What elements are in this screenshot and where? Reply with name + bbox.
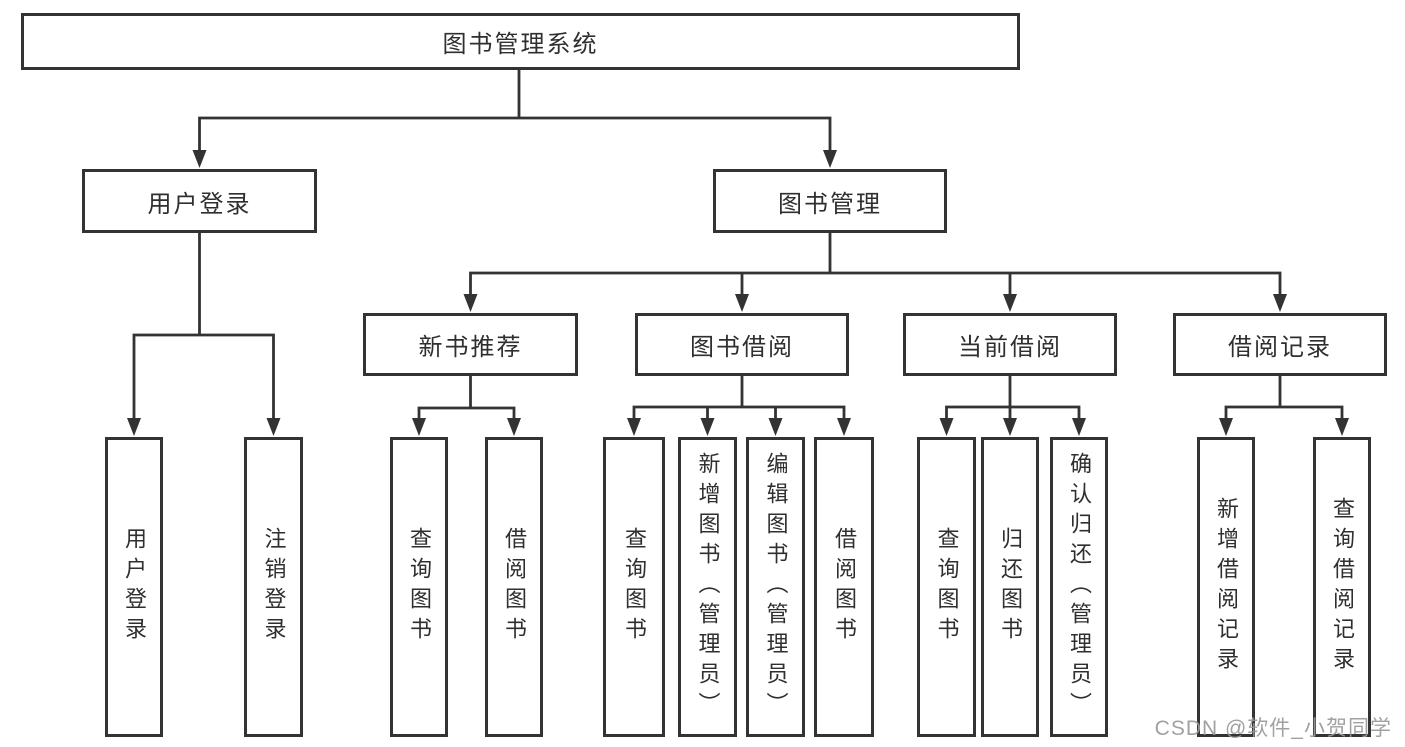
node-label: 借阅图书 [502, 527, 527, 647]
node-label: 新书推荐 [418, 334, 523, 361]
arrow-down-icon [507, 418, 521, 436]
node-label: 查询图书 [407, 527, 432, 647]
leaf-edit-book-admin: 编辑图书（管理员） [746, 437, 805, 737]
leaf-query-borrow-record: 查询借阅记录 [1313, 437, 1371, 737]
leaf-logout: 注销登录 [244, 437, 303, 737]
leaf-confirm-return-admin: 确认归还（管理员） [1050, 437, 1108, 737]
node-label: 借阅记录 [1228, 334, 1332, 361]
node-label: 图书借阅 [690, 334, 794, 361]
node-book-management-system: 图书管理系统 [21, 13, 1020, 70]
connector-line [1224, 405, 1344, 420]
connector-line [632, 405, 846, 420]
node-book-borrowing: 图书借阅 [635, 313, 849, 376]
leaf-query-books-current: 查询图书 [917, 437, 976, 737]
arrow-down-icon [1003, 418, 1017, 436]
leaf-borrow-books-recommend: 借阅图书 [485, 437, 543, 737]
arrow-down-icon [700, 418, 715, 436]
arrow-down-icon [1335, 418, 1349, 436]
arrow-down-icon [1273, 294, 1287, 312]
connector-line [469, 271, 1282, 296]
arrow-down-icon [823, 150, 837, 168]
node-label: 查询图书 [622, 527, 647, 647]
node-label: 查询图书 [934, 527, 960, 647]
connector-line [417, 406, 516, 420]
node-label: 图书管理 [778, 190, 882, 218]
arrow-down-icon [627, 418, 641, 436]
node-label: 新增借阅记录 [1214, 497, 1239, 677]
node-user-login: 用户登录 [82, 169, 317, 233]
arrow-down-icon [1219, 418, 1233, 436]
connector-line [132, 333, 275, 420]
leaf-user-login: 用户登录 [105, 437, 163, 737]
node-label: 用户登录 [147, 190, 252, 218]
leaf-query-books-recommend: 查询图书 [390, 437, 448, 737]
arrow-down-icon [127, 418, 141, 436]
csdn-watermark: CSDN @软件_小贺同学 [1154, 717, 1392, 740]
node-label: 确认归还（管理员） [1067, 452, 1092, 722]
arrow-down-icon [735, 294, 749, 312]
connector-lines [132, 70, 1344, 420]
node-label: 用户登录 [122, 527, 147, 647]
node-label: 图书管理系统 [442, 31, 599, 58]
arrow-down-icon [1003, 294, 1017, 312]
arrow-down-icon [412, 418, 426, 436]
leaf-return-books: 归还图书 [981, 437, 1039, 737]
node-label: 借阅图书 [832, 527, 857, 647]
arrow-down-icon [939, 418, 954, 436]
node-new-book-recommend: 新书推荐 [363, 313, 578, 376]
node-book-management: 图书管理 [713, 169, 947, 233]
arrowheads [127, 150, 1349, 436]
leaf-borrow-books-borrowing: 借阅图书 [814, 437, 874, 737]
connector-line [945, 405, 1081, 420]
node-label: 新增图书（管理员） [695, 452, 721, 722]
arrow-down-icon [1072, 418, 1086, 436]
node-current-borrowing: 当前借阅 [903, 313, 1117, 376]
node-label: 编辑图书（管理员） [763, 452, 789, 722]
node-label: 当前借阅 [958, 334, 1062, 361]
leaf-add-book-admin: 新增图书（管理员） [678, 437, 737, 737]
arrow-down-icon [837, 418, 851, 436]
arrow-down-icon [463, 294, 478, 312]
leaf-add-borrow-record: 新增借阅记录 [1197, 437, 1255, 737]
node-label: 注销登录 [261, 527, 287, 647]
node-label: 归还图书 [998, 527, 1023, 647]
arrow-down-icon [266, 418, 281, 436]
leaf-query-books-borrowing: 查询图书 [603, 437, 665, 737]
node-borrowing-records: 借阅记录 [1173, 313, 1387, 376]
connector-line [198, 116, 832, 152]
arrow-down-icon [192, 150, 207, 168]
arrow-down-icon [768, 418, 783, 436]
node-label: 查询借阅记录 [1330, 497, 1355, 677]
